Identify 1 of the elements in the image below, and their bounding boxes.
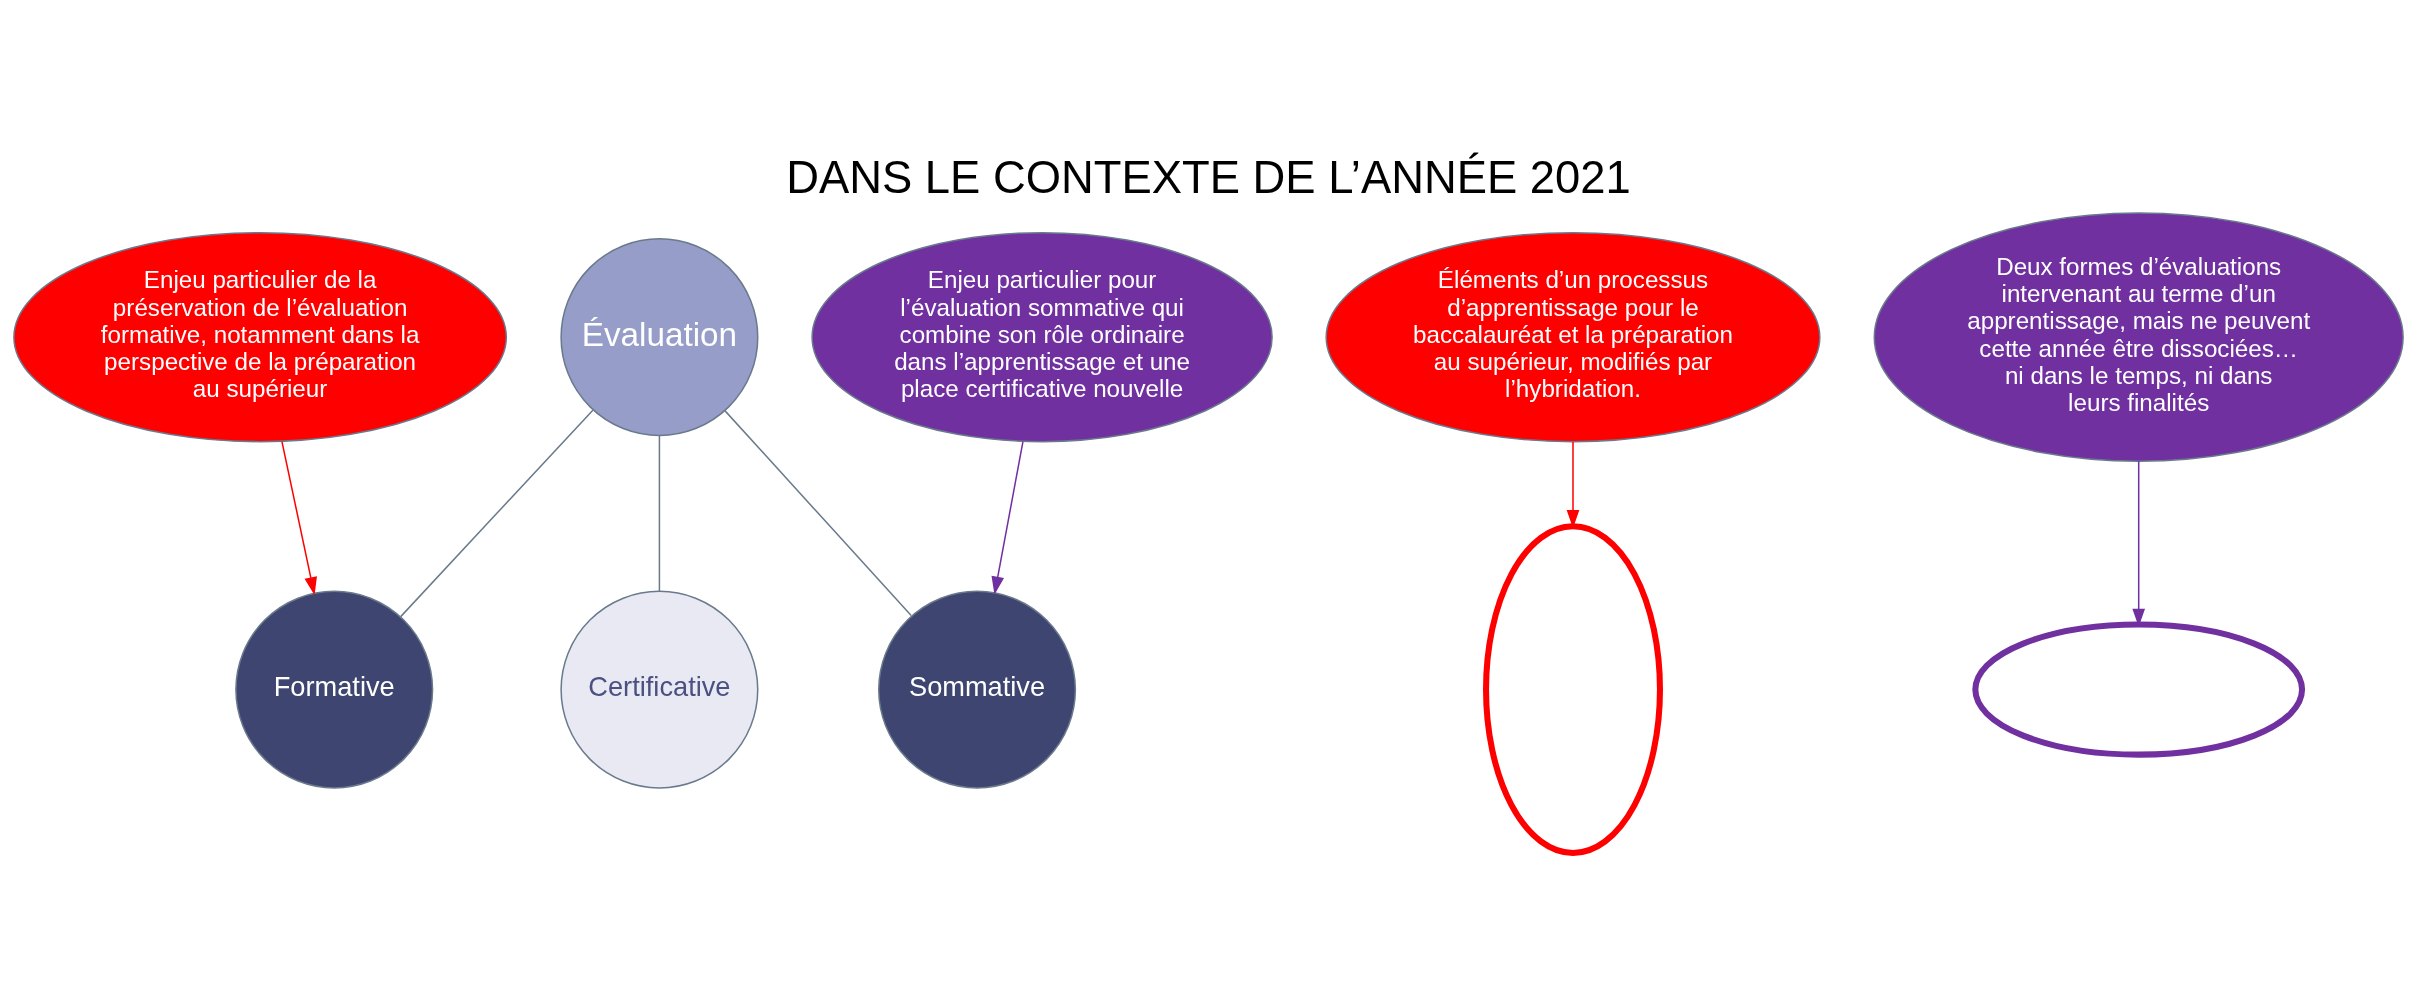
diagram-title: DANS LE CONTEXTE DE L’ANNÉE 2021 bbox=[786, 152, 1631, 204]
